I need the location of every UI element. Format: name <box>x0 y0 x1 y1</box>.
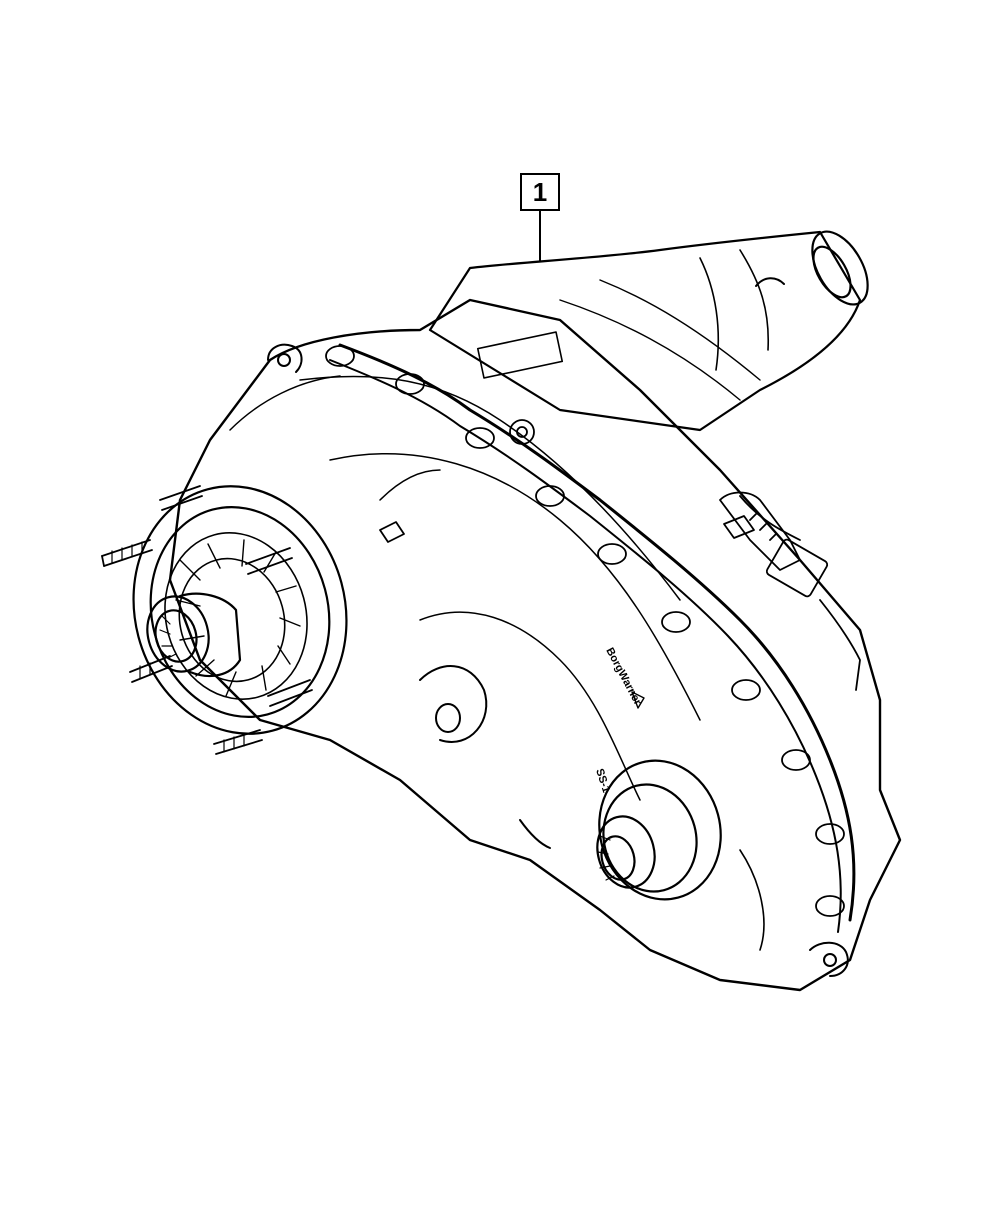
input-shaft <box>146 592 242 678</box>
code-marking: SS-1 <box>593 767 612 794</box>
front-output-shaft <box>596 759 765 951</box>
brand-marking: BorgWarner <box>603 646 644 708</box>
part-stamp: BorgWarner SS-1 <box>593 646 645 794</box>
front-mounting-flange <box>132 485 348 735</box>
mounting-ears <box>267 343 849 977</box>
rear-extension-housing <box>428 230 869 432</box>
main-case-body <box>168 298 902 992</box>
callout-leader-line <box>539 211 541 261</box>
electrical-connector <box>719 491 861 691</box>
case-seam-bolt-bosses <box>325 343 856 933</box>
mounting-studs <box>101 485 313 755</box>
callout-number-label: 1 <box>532 176 548 207</box>
callout-number: 1 <box>520 173 560 211</box>
